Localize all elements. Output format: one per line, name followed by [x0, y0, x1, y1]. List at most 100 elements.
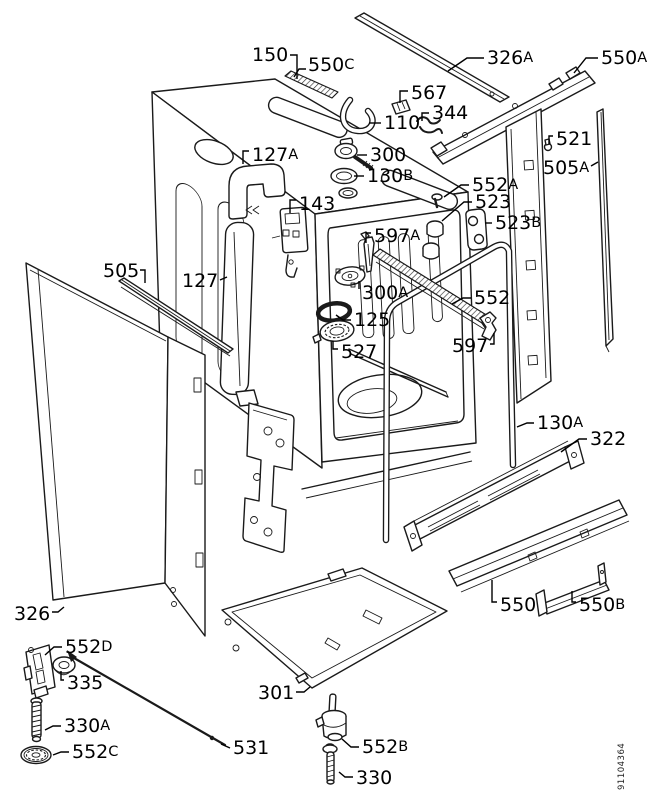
part-label-326A: 326A — [487, 47, 533, 69]
part-label-567: 567 — [411, 82, 447, 104]
leader-line-550C — [293, 68, 306, 78]
part-label-143: 143 — [299, 193, 335, 215]
part-label-335: 335 — [67, 672, 103, 694]
leader-line-330 — [338, 771, 353, 778]
part-label-300: 300 — [370, 144, 406, 166]
leader-line-322 — [560, 438, 587, 453]
part-label-110: 110 — [384, 112, 420, 134]
leader-line-552 — [451, 297, 471, 305]
leader-line-125 — [335, 314, 351, 321]
leader-line-550A — [573, 57, 598, 74]
part-strip-550c — [284, 70, 339, 99]
part-label-300A: 300A — [362, 282, 408, 304]
leader-line-552D — [44, 646, 62, 656]
part-valve-300 — [334, 137, 374, 171]
part-tube-130a — [382, 241, 517, 544]
part-rail-550b — [535, 562, 610, 617]
part-screw-521 — [543, 138, 553, 152]
part-rail-550 — [448, 499, 630, 593]
part-label-552D: 552D — [65, 636, 112, 658]
part-door-326 — [25, 262, 206, 637]
leader-line-550 — [491, 580, 497, 603]
part-strip-pair — [348, 348, 449, 398]
part-label-523: 523 — [475, 191, 511, 213]
part-label-552A: 552A — [472, 174, 518, 196]
part-label-521: 521 — [556, 128, 592, 150]
part-label-552C: 552C — [72, 741, 118, 763]
part-label-552: 552 — [474, 287, 510, 309]
part-rod-531 — [67, 650, 227, 747]
part-hinge-plate — [242, 402, 295, 553]
part-label-523B: 523B — [495, 212, 541, 234]
part-latch-552d — [23, 644, 56, 699]
part-strip-505 — [118, 277, 234, 357]
part-label-322: 322 — [590, 428, 626, 450]
part-peg-552a — [431, 193, 443, 209]
part-collar-527 — [312, 320, 355, 344]
leader-line-550B — [571, 591, 576, 603]
part-screw-330 — [322, 743, 338, 785]
part-label-531: 531 — [233, 737, 269, 759]
part-label-597: 597 — [452, 335, 488, 357]
part-pin-597a — [360, 231, 375, 273]
part-label-326: 326 — [14, 603, 50, 625]
part-ring-130b — [330, 167, 358, 185]
leader-line-130A — [516, 422, 534, 428]
part-label-550C: 550C — [308, 54, 354, 76]
leader-line-597A — [365, 232, 371, 243]
part-label-330A: 330A — [64, 715, 110, 737]
leader-line-567 — [399, 90, 408, 103]
part-label-527: 527 — [341, 341, 377, 363]
leader-line-335 — [60, 671, 64, 681]
part-clip-567 — [391, 99, 411, 115]
leader-line-505 — [140, 269, 146, 283]
part-hose-110 — [339, 96, 376, 135]
part-label-150: 150 — [252, 44, 288, 66]
leader-line-505A — [590, 161, 599, 167]
leader-line-531 — [220, 743, 231, 749]
part-disc-300a — [334, 265, 366, 288]
part-base-plate-301 — [221, 567, 448, 689]
part-knob-335 — [52, 656, 76, 676]
figure-number-watermark: 91104364 — [617, 743, 627, 790]
part-label-127A: 127A — [252, 144, 298, 166]
leader-line-344 — [421, 112, 429, 121]
part-label-330: 330 — [356, 767, 392, 789]
part-label-301: 301 — [258, 682, 294, 704]
leader-line-552B — [341, 738, 359, 748]
leader-line-301 — [296, 686, 311, 693]
part-duct-127a — [228, 163, 286, 220]
leader-line-326A — [447, 57, 484, 72]
leader-line-597 — [490, 333, 495, 345]
part-label-130B: 130B — [367, 165, 413, 187]
part-label-552B: 552B — [362, 736, 408, 758]
leader-line-143 — [289, 199, 296, 213]
part-washer-552c — [20, 745, 52, 765]
part-nuts-523 — [422, 220, 444, 260]
part-oring-125 — [315, 301, 353, 323]
part-screw-330a — [30, 697, 43, 743]
leader-line-127 — [219, 276, 228, 281]
part-label-550A: 550A — [601, 47, 647, 69]
part-rail-326a — [354, 12, 510, 103]
part-plate-523b — [465, 208, 488, 251]
part-bracket-143 — [271, 206, 309, 278]
part-label-505: 505 — [103, 260, 139, 282]
part-label-597A: 597A — [374, 225, 420, 247]
part-label-550: 550 — [500, 594, 536, 616]
part-label-130A: 130A — [537, 412, 583, 434]
part-label-127: 127 — [182, 270, 218, 292]
part-strip-505a — [596, 108, 614, 353]
part-label-505A: 505A — [543, 157, 589, 179]
leader-line-326 — [52, 606, 65, 613]
leader-line-521 — [548, 135, 553, 144]
part-label-550B: 550B — [579, 594, 625, 616]
part-label-125: 125 — [354, 309, 390, 331]
leader-line-523 — [441, 201, 472, 222]
part-clip-597 — [479, 311, 497, 341]
part-rail-322 — [403, 440, 585, 552]
leader-line-527 — [332, 341, 338, 350]
